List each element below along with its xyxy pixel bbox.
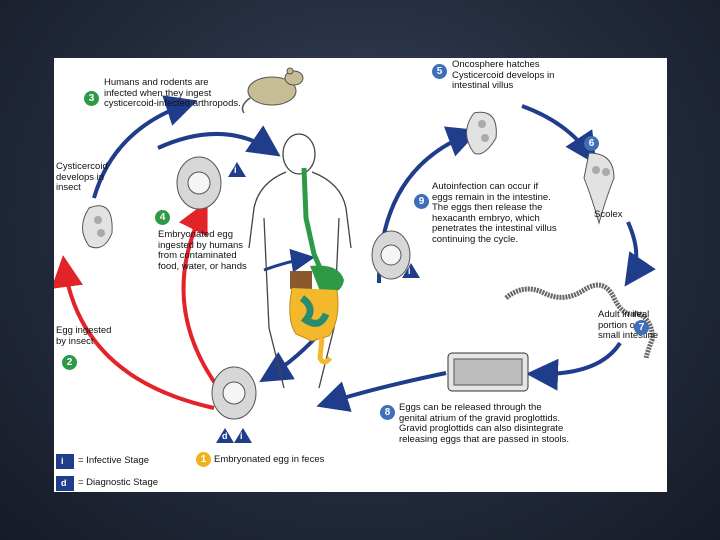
legend-infective-label: = Infective Stage xyxy=(78,455,150,466)
arrow-adult-to-proglottid xyxy=(526,341,622,391)
egg-ingested-by-human xyxy=(176,156,222,210)
legend-diagnostic-label: = Diagnostic Stage xyxy=(78,477,159,488)
step-number-5: 5 xyxy=(432,64,447,79)
step5-label: Oncosphere hatches Cysticercoid develops… xyxy=(452,59,555,91)
arrow-insect-to-rodent xyxy=(92,95,198,199)
adult-worm-illustration xyxy=(504,282,655,359)
step-number-1: 1 xyxy=(196,452,211,467)
step9-label: Autoinfection can occur if eggs remain i… xyxy=(432,181,557,245)
arrow-rodent-to-human xyxy=(157,125,281,157)
cysticercoid-insect-label: Cysticercoid develops in insect xyxy=(56,161,108,193)
step-number-8: 8 xyxy=(380,405,395,420)
step-number-4: 4 xyxy=(155,210,170,225)
arrow-egg-to-insect xyxy=(54,255,215,410)
arrow-scolex-to-adult xyxy=(624,221,656,287)
step7-label: Adult in ileal portion of small intestin… xyxy=(598,309,659,341)
diagnostic-stage-triangle-icon: d xyxy=(216,428,234,443)
step-number-3: 3 xyxy=(84,91,99,106)
step-number-9: 9 xyxy=(414,194,429,209)
arrow-proglottid-to-egg xyxy=(316,371,447,412)
step-number-2: 2 xyxy=(62,355,77,370)
cysticercoid-insect-illustration xyxy=(82,205,113,249)
infective-stage-triangle-icon: i xyxy=(234,428,252,443)
legend-diagnostic-icon: d xyxy=(56,476,74,491)
cysticercoid-villus-illustration xyxy=(466,111,497,155)
arrow-egg-to-human xyxy=(178,200,228,400)
scolex-label: Scolex xyxy=(594,209,623,220)
gravid-proglottid-illustration xyxy=(447,352,529,392)
lifecycle-diagram: Humans and rodents are infected when the… xyxy=(54,58,667,492)
step-number-6: 6 xyxy=(584,136,599,151)
arrow-human-egg-ingestion xyxy=(263,248,315,273)
step-number-7: 7 xyxy=(634,320,649,335)
egg-autoinfection xyxy=(371,230,411,280)
legend-infective-icon: i xyxy=(56,454,74,469)
step1-label: Embryonated egg in feces xyxy=(214,454,325,465)
arrow-oncosphere-to-scolex xyxy=(521,104,597,165)
digestive-organs xyxy=(289,167,344,365)
step3-label: Humans and rodents are infected when the… xyxy=(104,77,241,109)
step2-label: Egg ingested by insect xyxy=(56,325,112,347)
step4-label: Embryonated egg ingested by humans from … xyxy=(158,229,247,272)
infective-stage-triangle-icon: i xyxy=(228,162,246,177)
rodent-illustration xyxy=(241,67,304,114)
infective-stage-triangle-icon: i xyxy=(402,263,420,278)
step8-label: Eggs can be released through the genital… xyxy=(399,402,570,445)
diagram-graphics xyxy=(54,67,656,420)
egg-embryonated-feces xyxy=(211,366,257,420)
scolex-illustration xyxy=(583,152,615,225)
